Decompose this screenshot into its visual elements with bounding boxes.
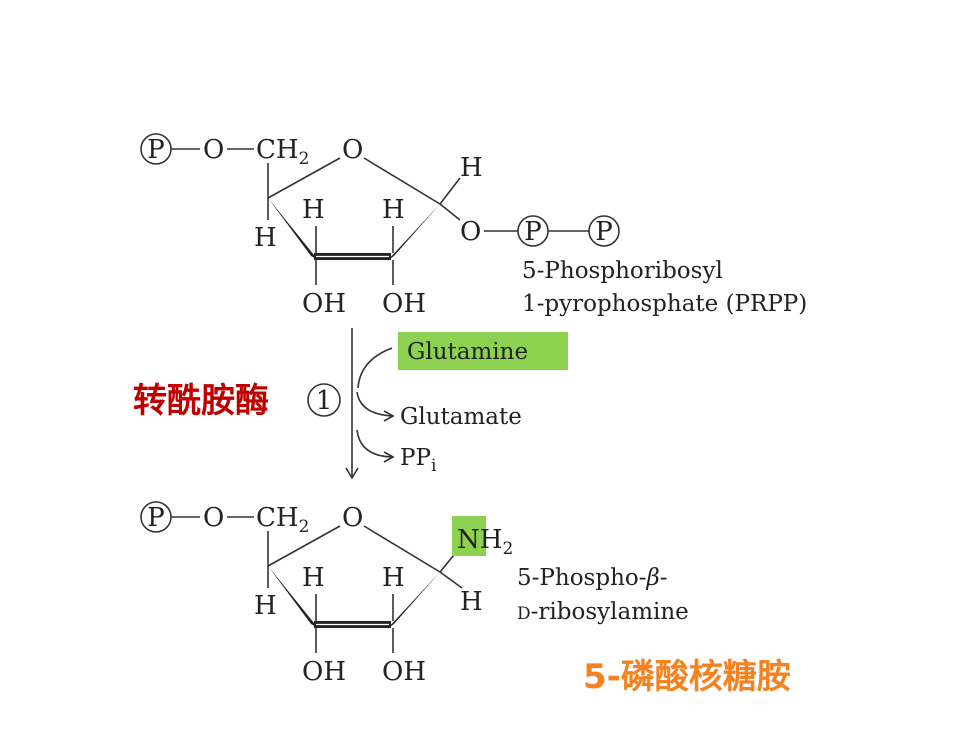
product-h-c3: H (302, 563, 325, 593)
product-wedge-c4-c3 (268, 566, 318, 628)
prpp-pp-p2: P (595, 217, 613, 247)
ppi-curve-arrow (356, 429, 393, 458)
main-arrow-head (345, 467, 359, 480)
product-ring-oxygen: O (342, 503, 363, 533)
product-h-c2: H (382, 563, 405, 593)
step-number-circle (307, 383, 341, 417)
prpp-ring-oxygen: O (342, 135, 363, 165)
product-glutamate: Glutamate (400, 404, 522, 430)
glutamate-arrow-head (383, 410, 395, 422)
prpp-pp-oxygen: O (460, 217, 481, 247)
prpp-name-line1: 5-Phosphoribosyl (522, 258, 723, 284)
prpp-pp-p1: P (524, 217, 542, 247)
prpp-oxygen-label: O (203, 135, 224, 165)
prpp-h-c2: H (382, 195, 405, 225)
product-bond-o-c1 (363, 525, 441, 573)
byproduct-ppi: PPi (400, 445, 437, 476)
product-oh-c2: OH (382, 657, 426, 687)
prpp-oh-c3: OH (302, 289, 346, 319)
prpp-h-c4: H (254, 223, 277, 253)
glutamine-highlight (398, 332, 568, 370)
ppi-arrow-head (383, 451, 395, 463)
glutamine-curve (357, 347, 393, 389)
product-wedge-c1-c2 (387, 572, 440, 629)
product-h-c1: H (460, 587, 483, 617)
product-oxygen-label: O (203, 503, 224, 533)
prpp-bond-o-c1 (363, 157, 441, 205)
product-h-c4: H (254, 591, 277, 621)
glutamate-curve-arrow (356, 391, 393, 417)
reaction-step: Glutamine Glutamate PPi 1 转酰胺酶 (133, 328, 568, 480)
product-nh2: NH2 (457, 525, 513, 559)
product-bond-c1-h (439, 571, 463, 589)
prpp-h-c1: H (460, 153, 483, 183)
product-ch2-label: CH2 (256, 503, 309, 537)
prpp-oh-c2: OH (382, 289, 426, 319)
prpp-name-line2: 1-pyrophosphate (PRPP) (522, 291, 807, 317)
enzyme-name: 转酰胺酶 (133, 381, 269, 421)
product-bond-c4-o (267, 525, 341, 567)
prpp-wedge-c1-c2 (387, 204, 440, 261)
prpp-wedge-c4-c3 (268, 198, 318, 260)
prpp-ch2-label: CH2 (256, 135, 309, 169)
product-chinese-name: 5-磷酸核糖胺 (583, 657, 791, 697)
prpp-bond-c1-h (439, 177, 461, 205)
prpp-molecule: P O CH2 O H H H OH OH H O P P 5-Ph (140, 133, 807, 319)
reactant-glutamine: Glutamine (407, 339, 528, 365)
product-name-line2: D-ribosylamine (517, 599, 689, 625)
prpp-h-c3: H (302, 195, 325, 225)
prpp-phosphate-label: P (147, 135, 165, 165)
nitrogen-highlight (452, 516, 486, 556)
product-name-line1: 5-Phospho-β- (517, 565, 668, 591)
prpp-bond-c1-o (439, 203, 461, 221)
step-number: 1 (316, 386, 333, 416)
product-molecule: P O CH2 O H H H OH OH NH2 H 5-Phospho-β-… (140, 501, 791, 697)
prpp-bond-c4-o (267, 157, 341, 199)
product-oh-c3: OH (302, 657, 346, 687)
prpp-pp-circle-2 (588, 215, 620, 247)
product-phosphate-label: P (147, 503, 165, 533)
